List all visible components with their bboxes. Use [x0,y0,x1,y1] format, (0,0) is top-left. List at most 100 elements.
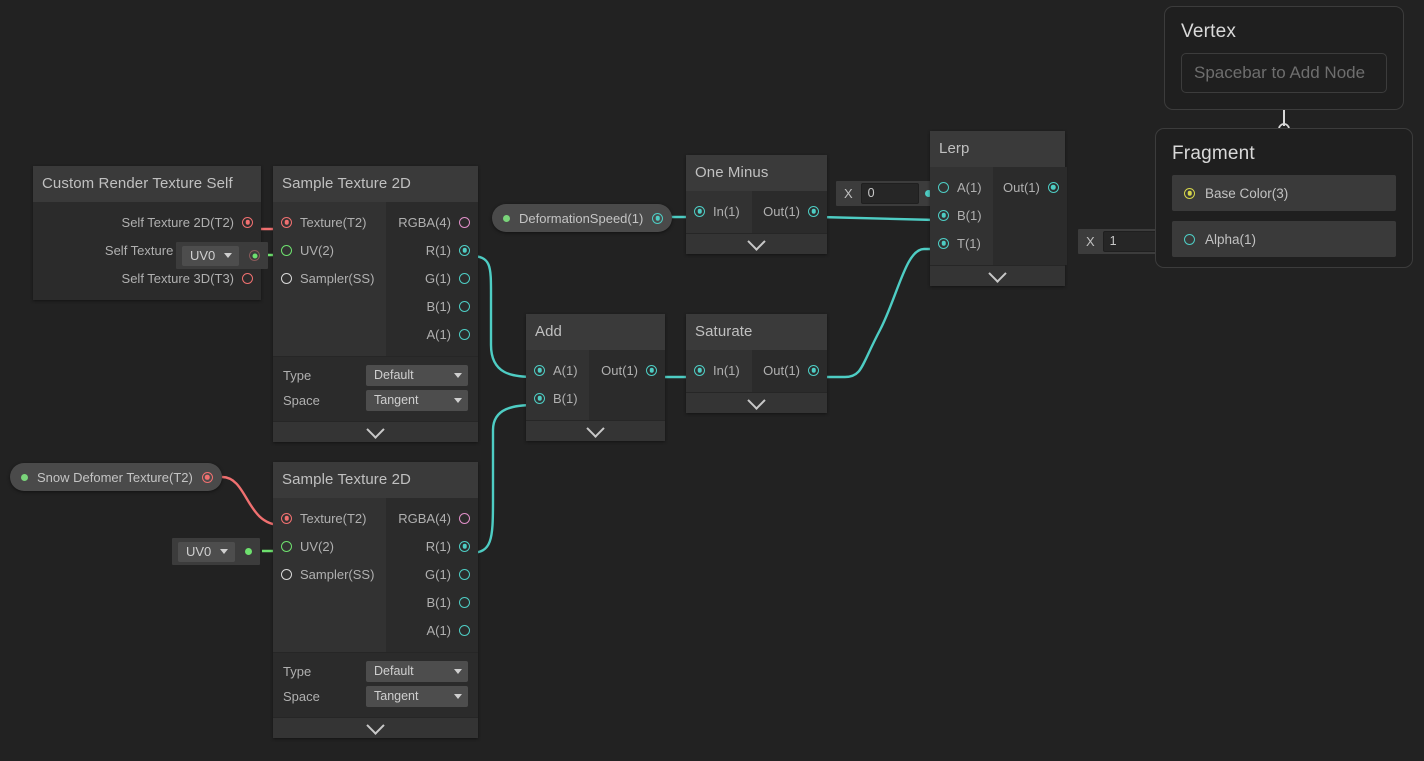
float-input[interactable]: 0 [860,183,919,204]
port-dot-icon[interactable] [459,596,470,608]
uv-channel-dropdown[interactable]: UV0 [178,541,236,562]
setting-type[interactable]: Type Default [283,659,468,684]
port-out[interactable]: Out(1) [993,173,1067,201]
space-dropdown[interactable]: Tangent [366,390,468,411]
node-lerp[interactable]: Lerp A(1) B(1) T(1) Out(1) [930,131,1067,286]
port-dot-icon[interactable] [938,181,949,193]
port-dot-icon[interactable] [459,328,470,340]
property-snow-deformer-texture[interactable]: Snow Defomer Texture(T2) [10,463,222,491]
port-dot-icon[interactable] [459,300,470,312]
port-dot-icon[interactable] [938,209,949,221]
port-a[interactable]: A(1) [526,356,589,384]
uv-channel-widget-bottom[interactable]: UV0 [172,538,261,565]
master-stack-vertex[interactable]: Vertex Spacebar to Add Node [1164,6,1404,110]
port-dot-icon[interactable] [808,205,819,217]
port-dot-icon[interactable] [646,364,657,376]
port-self-texture-3d[interactable]: Self Texture 3D(T3) [33,264,261,292]
port-dot-icon[interactable] [652,212,664,224]
port-out[interactable]: Out(1) [589,356,665,384]
output-dot-icon[interactable] [924,190,932,197]
fragment-block-alpha[interactable]: Alpha(1) [1172,221,1396,257]
collapse-toggle[interactable] [273,715,478,738]
port-dot-icon[interactable] [459,568,470,580]
port-dot-icon[interactable] [281,244,292,256]
node-saturate[interactable]: Saturate In(1) Out(1) [686,314,827,413]
collapse-toggle[interactable] [273,419,478,442]
port-dot-icon[interactable] [534,364,545,376]
space-dropdown[interactable]: Tangent [366,686,468,707]
port-uv[interactable]: UV(2) [273,532,386,560]
node-custom-render-texture-self[interactable]: Custom Render Texture Self Self Texture … [33,166,261,300]
float-input[interactable]: 1 [1102,231,1161,252]
port-dot-icon[interactable] [281,568,292,580]
setting-type[interactable]: Type Default [283,363,468,388]
node-sample-texture-2d-top[interactable]: Sample Texture 2D Texture(T2) UV(2) Samp… [273,166,478,442]
setting-space[interactable]: Space Tangent [283,684,468,709]
port-r[interactable]: R(1) [386,236,478,264]
collapse-toggle[interactable] [686,231,827,254]
port-dot-icon[interactable] [242,216,253,228]
port-g[interactable]: G(1) [386,264,478,292]
port-texture[interactable]: Texture(T2) [273,504,386,532]
type-dropdown[interactable]: Default [366,365,468,386]
float-widget-alpha[interactable]: X 1 [1078,229,1181,254]
type-dropdown[interactable]: Default [366,661,468,682]
port-out[interactable]: Out(1) [752,197,827,225]
port-self-texture-2d[interactable]: Self Texture 2D(T2) [33,208,261,236]
port-dot-icon[interactable] [459,216,470,228]
port-in[interactable]: In(1) [686,356,752,384]
port-r[interactable]: R(1) [386,532,478,560]
master-stack-fragment[interactable]: Fragment Base Color(3) Alpha(1) [1155,128,1413,268]
port-dot-icon[interactable] [242,272,253,284]
port-dot-icon[interactable] [459,624,470,636]
port-dot-icon[interactable] [938,237,949,249]
port-dot-icon[interactable] [808,364,819,376]
port-dot-icon[interactable] [459,244,470,256]
collapse-toggle[interactable] [686,390,827,413]
collapse-toggle[interactable] [930,263,1065,286]
port-sampler[interactable]: Sampler(SS) [273,264,386,292]
port-a[interactable]: A(1) [930,173,993,201]
port-rgba[interactable]: RGBA(4) [386,208,478,236]
collapse-toggle[interactable] [526,418,665,441]
port-a[interactable]: A(1) [386,320,478,348]
vertex-add-node-placeholder[interactable]: Spacebar to Add Node [1181,53,1387,93]
node-sample-texture-2d-bottom[interactable]: Sample Texture 2D Texture(T2) UV(2) Samp… [273,462,478,738]
port-dot-icon[interactable] [459,512,470,524]
fragment-block-base-color[interactable]: Base Color(3) [1172,175,1396,211]
port-dot-icon[interactable] [201,471,213,483]
port-dot-icon[interactable] [281,216,292,228]
port-dot-icon[interactable] [1047,181,1059,193]
port-t[interactable]: T(1) [930,229,993,257]
port-texture[interactable]: Texture(T2) [273,208,386,236]
port-dot-icon[interactable] [281,512,292,524]
port-rgba[interactable]: RGBA(4) [386,504,478,532]
port-g[interactable]: G(1) [386,560,478,588]
port-dot-icon[interactable] [459,272,470,284]
node-add[interactable]: Add A(1) B(1) Out(1) [526,314,665,441]
port-sampler[interactable]: Sampler(SS) [273,560,386,588]
float-widget-lerp-a[interactable]: X 0 [836,181,939,206]
port-b[interactable]: B(1) [526,384,589,412]
property-deformation-speed[interactable]: DeformationSpeed(1) [492,204,673,232]
uv-output-dot-icon[interactable] [249,250,261,261]
port-dot-icon[interactable] [1184,233,1195,245]
node-one-minus[interactable]: One Minus In(1) Out(1) [686,155,827,254]
port-b[interactable]: B(1) [386,588,478,616]
uv-output-dot-icon[interactable] [245,548,253,555]
port-dot-icon[interactable] [1184,187,1195,199]
port-a[interactable]: A(1) [386,616,478,644]
port-dot-icon[interactable] [534,392,545,404]
uv-channel-widget-top[interactable]: UV0 [176,242,269,269]
port-out[interactable]: Out(1) [752,356,827,384]
setting-space[interactable]: Space Tangent [283,388,468,413]
port-dot-icon[interactable] [281,540,292,552]
port-b[interactable]: B(1) [386,292,478,320]
port-dot-icon[interactable] [459,540,470,552]
uv-channel-dropdown[interactable]: UV0 [182,245,240,266]
port-dot-icon[interactable] [694,205,705,217]
port-dot-icon[interactable] [694,364,705,376]
port-b[interactable]: B(1) [930,201,993,229]
port-in[interactable]: In(1) [686,197,752,225]
